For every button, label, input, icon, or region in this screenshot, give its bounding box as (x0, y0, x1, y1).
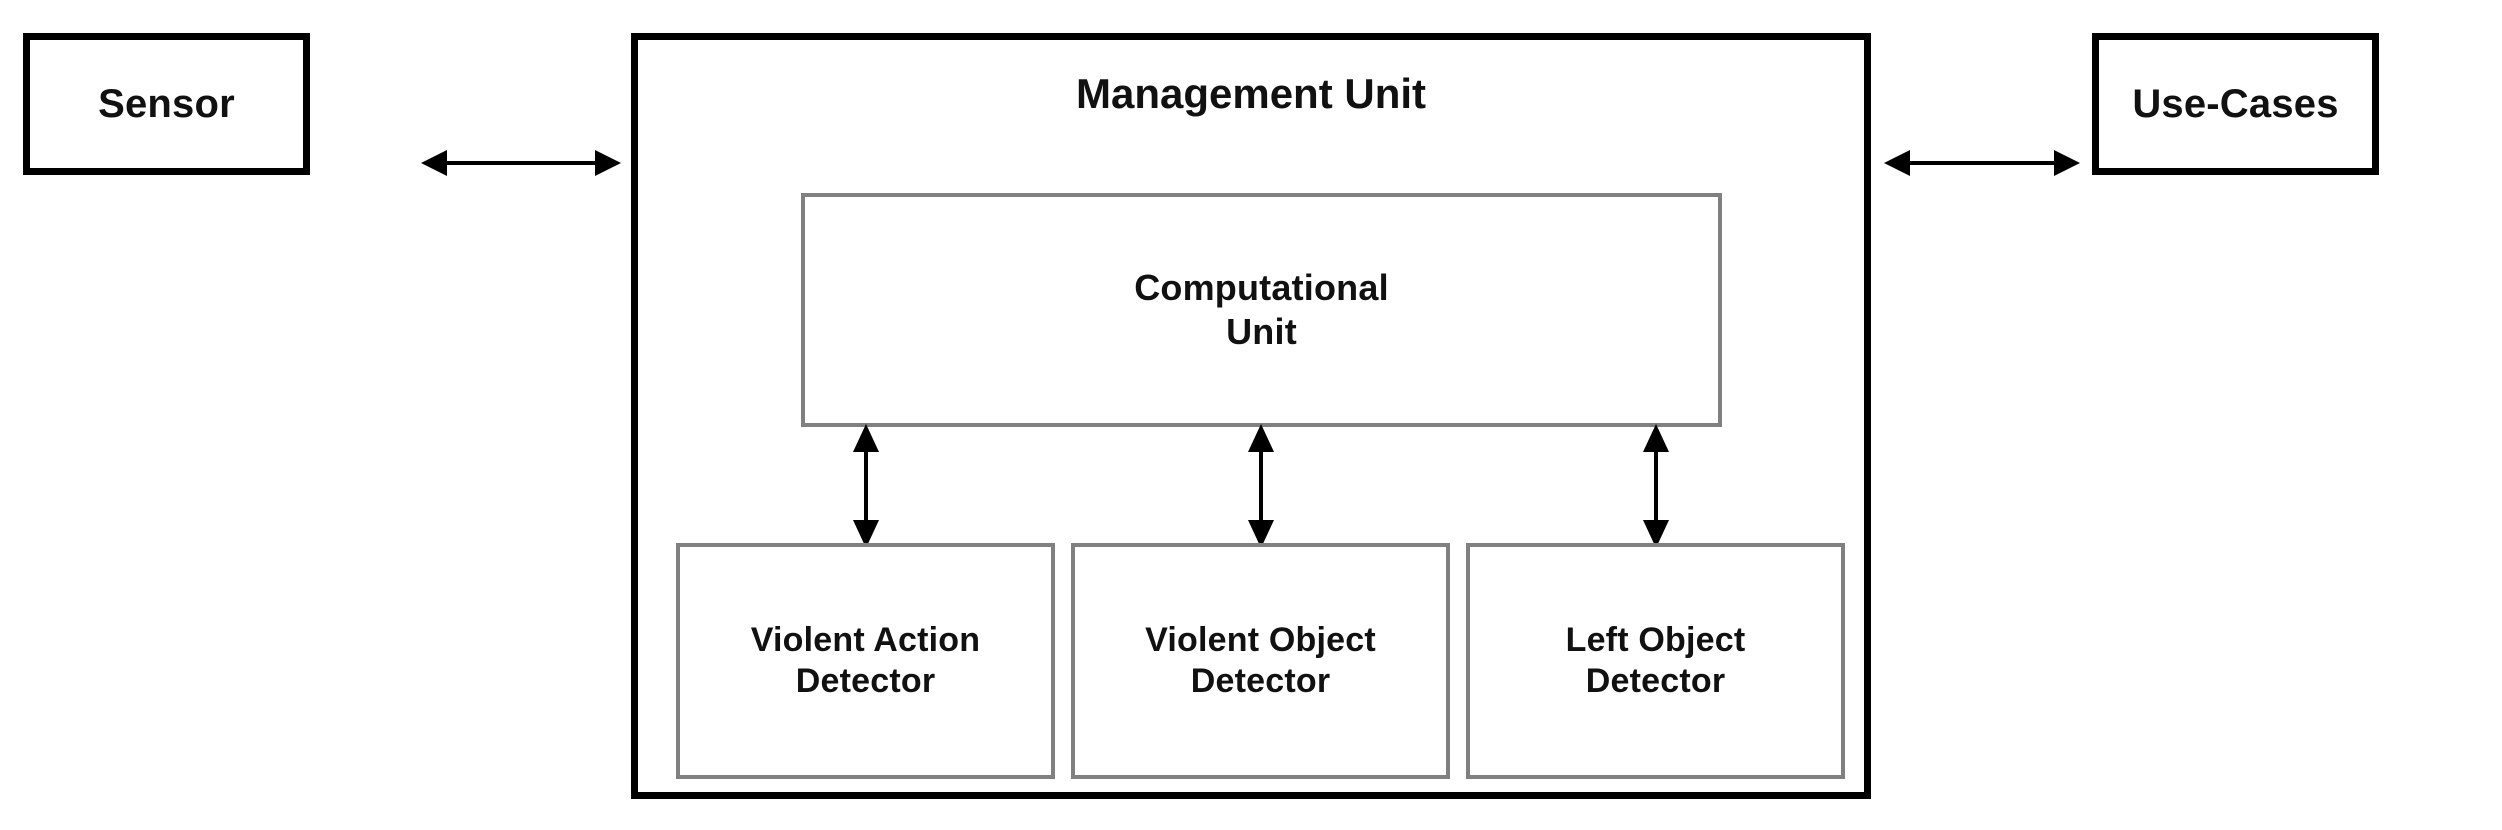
sensor-management-unit-double-arrow-icon (421, 150, 621, 176)
management-unit-use-cases-double-arrow-icon (1884, 150, 2080, 176)
violent-object-detector-label: Violent Object Detector (1145, 620, 1376, 700)
violent-action-detector-label: Violent Action Detector (750, 620, 981, 700)
computational-unit-left-object-detector-double-arrow-icon (1643, 424, 1669, 548)
sensor-node: Sensor (23, 33, 310, 175)
violent-object-detector-node: Violent Object Detector (1071, 543, 1450, 779)
left-object-detector-node: Left Object Detector (1466, 543, 1845, 779)
management-unit-node: Management Unit Computational Unit Viole… (631, 33, 1871, 799)
violent-action-detector-node: Violent Action Detector (676, 543, 1055, 779)
computational-unit-violent-action-detector-double-arrow-icon (853, 424, 879, 548)
computational-unit-violent-object-detector-double-arrow-icon (1248, 424, 1274, 548)
management-unit-title: Management Unit (1075, 70, 1427, 117)
computational-unit-label: Computational Unit (1134, 267, 1389, 352)
use-cases-node: Use-Cases (2092, 33, 2379, 175)
sensor-label: Sensor (98, 81, 235, 126)
left-object-detector-label: Left Object Detector (1565, 620, 1746, 700)
computational-unit-node: Computational Unit (801, 193, 1722, 427)
use-cases-label: Use-Cases (2132, 81, 2339, 126)
